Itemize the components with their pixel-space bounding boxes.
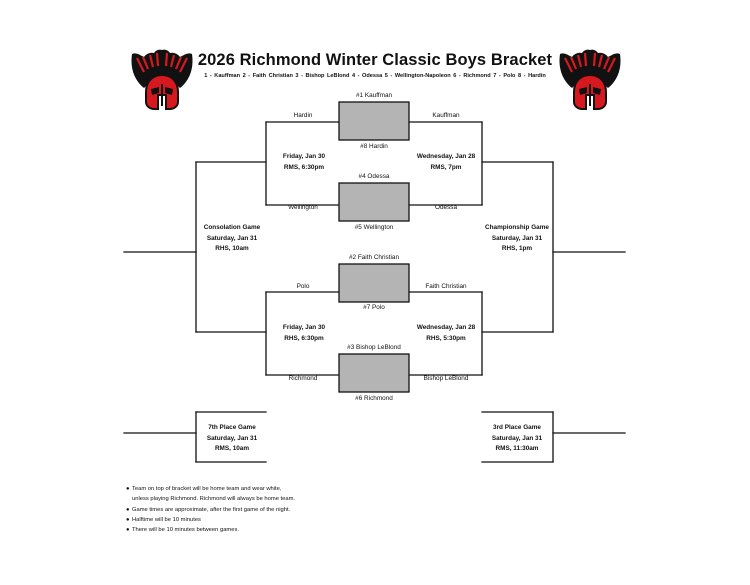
left-bottom-place: RHS, 6:30pm bbox=[284, 335, 324, 342]
logo-right bbox=[556, 48, 624, 117]
consolation-day: Saturday, Jan 31 bbox=[206, 235, 258, 242]
game-4-bottom-seed: #6 Richmond bbox=[355, 395, 393, 402]
page-title: 2026 Richmond Winter Classic Boys Bracke… bbox=[197, 51, 553, 69]
right-bottom-place: RHS, 5:30pm bbox=[426, 335, 466, 342]
seventh-place-name: 7th Place Game bbox=[208, 424, 256, 431]
note-text: unless playing Richmond. Richmond will a… bbox=[132, 496, 296, 503]
bullet-icon: ● bbox=[126, 516, 130, 523]
left-bottom-day: Friday, Jan 30 bbox=[282, 324, 326, 331]
game-1-loser-label: Hardin bbox=[293, 112, 313, 119]
game-3-loser-label: Polo bbox=[296, 283, 310, 290]
game-3-bottom-seed: #7 Polo bbox=[363, 304, 385, 311]
game-1-winner-label: Kauffman bbox=[432, 112, 460, 119]
note-text: Game times are approximate, after the fi… bbox=[132, 506, 291, 513]
note-item: ●Team on top of bracket will be home tea… bbox=[126, 484, 295, 494]
game-2-loser-label: Wellington bbox=[288, 204, 318, 211]
game-4-loser-label: Richmond bbox=[288, 375, 318, 382]
game-box-1-vs-8 bbox=[338, 101, 410, 141]
note-text: Team on top of bracket will be home team… bbox=[132, 486, 282, 492]
logo-left bbox=[128, 48, 196, 117]
championship-day: Saturday, Jan 31 bbox=[491, 235, 543, 242]
game-4-winner-label: Bishop LeBlond bbox=[423, 375, 469, 382]
game-1-top-seed: #1 Kauffman bbox=[355, 92, 393, 99]
left-top-place: RMS, 6:30pm bbox=[283, 164, 325, 171]
left-top-day: Friday, Jan 30 bbox=[282, 153, 326, 160]
game-2-top-seed: #4 Odessa bbox=[358, 173, 390, 180]
spartan-helmet-icon bbox=[131, 49, 193, 110]
game-box-2-vs-7 bbox=[338, 263, 410, 303]
note-item: ●Halftime will be 10 minutes bbox=[126, 515, 295, 525]
right-top-day: Wednesday, Jan 28 bbox=[416, 153, 476, 160]
game-box-4-vs-5 bbox=[338, 182, 410, 222]
championship-name: Championship Game bbox=[485, 224, 549, 231]
seventh-place-day: Saturday, Jan 31 bbox=[206, 435, 258, 442]
game-2-bottom-seed: #5 Wellington bbox=[354, 224, 394, 231]
third-place-day: Saturday, Jan 31 bbox=[491, 435, 543, 442]
right-bottom-day: Wednesday, Jan 28 bbox=[416, 324, 476, 331]
game-3-winner-label: Faith Christian bbox=[425, 283, 467, 290]
third-place-name: 3rd Place Game bbox=[493, 424, 541, 431]
seventh-place-place: RMS, 10am bbox=[214, 445, 250, 452]
game-1-bottom-seed: #8 Hardin bbox=[360, 143, 388, 150]
note-text: Halftime will be 10 minutes bbox=[132, 516, 201, 523]
note-item: unless playing Richmond. Richmond will a… bbox=[126, 494, 295, 504]
note-item: ●There will be 10 minutes between games. bbox=[126, 525, 295, 535]
game-2-winner-label: Odessa bbox=[434, 204, 458, 211]
spartan-helmet-icon bbox=[559, 49, 621, 110]
game-box-3-vs-6 bbox=[338, 353, 410, 393]
note-text: There will be 10 minutes between games. bbox=[132, 527, 239, 534]
note-item: ●Game times are approximate, after the f… bbox=[126, 505, 295, 515]
bullet-icon: ● bbox=[126, 506, 130, 513]
consolation-name: Consolation Game bbox=[203, 224, 261, 231]
bullet-icon: ● bbox=[126, 486, 130, 492]
championship-place: RHS, 1pm bbox=[501, 245, 533, 252]
third-place-place: RMS, 11:30am bbox=[495, 445, 539, 452]
consolation-place: RHS, 10am bbox=[215, 245, 249, 252]
game-3-top-seed: #2 Faith Christian bbox=[348, 254, 400, 261]
right-top-place: RMS, 7pm bbox=[430, 164, 462, 171]
bullet-icon: ● bbox=[126, 527, 130, 534]
seed-list: 1 - Kauffman 2 - Faith Christian 3 - Bis… bbox=[204, 73, 546, 79]
notes-list: ●Team on top of bracket will be home tea… bbox=[126, 484, 295, 535]
game-4-top-seed: #3 Bishop LeBlond bbox=[347, 344, 401, 351]
